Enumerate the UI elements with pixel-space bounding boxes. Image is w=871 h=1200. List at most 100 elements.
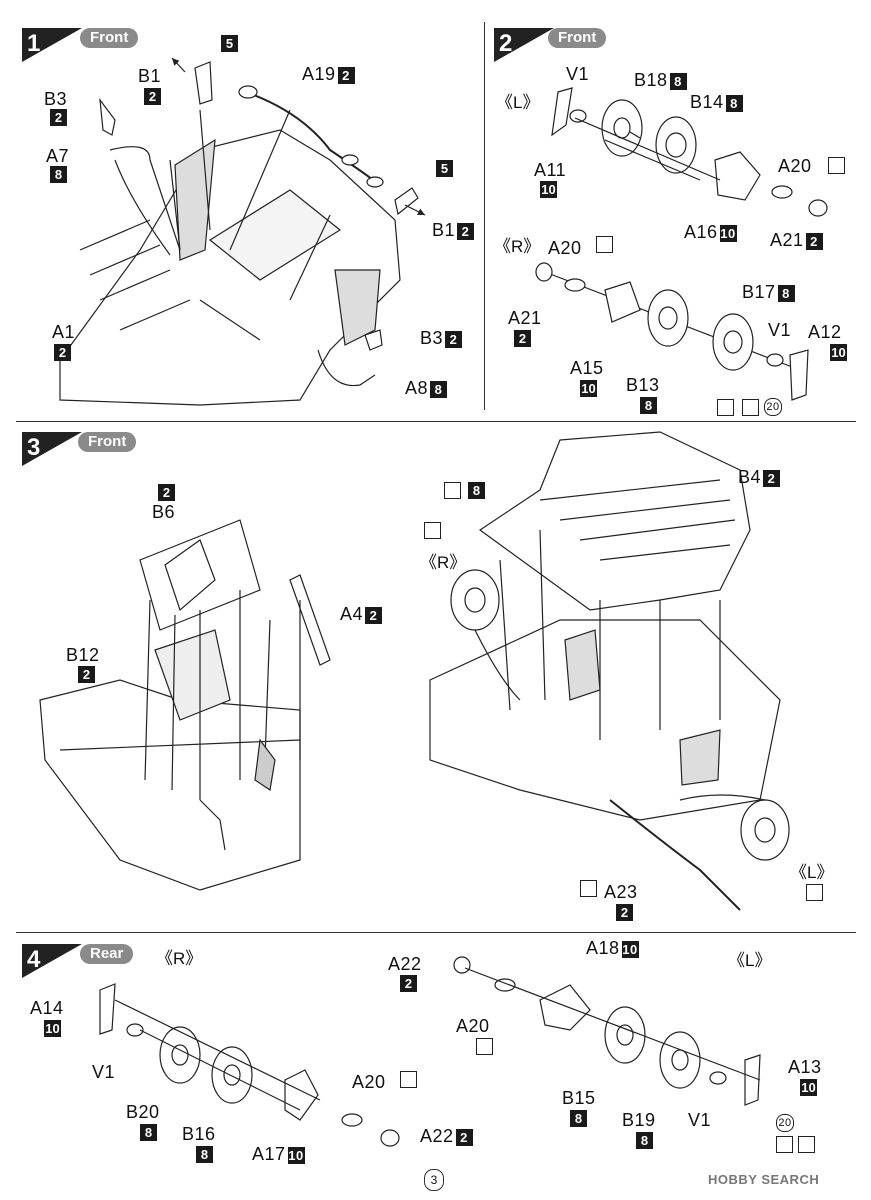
- part-name: A1: [52, 322, 76, 342]
- chrome-paint-icon: [806, 884, 823, 901]
- runner-badge: 10: [621, 940, 639, 958]
- part-label-b1-top: B1: [138, 66, 161, 86]
- runner-badge: 8: [640, 397, 657, 414]
- part-name: B1: [138, 66, 162, 86]
- part-label-a14: A14: [30, 998, 64, 1018]
- star-paint-icon: [742, 399, 759, 416]
- paint-mix-icon: [717, 399, 734, 416]
- part-name: A12: [808, 322, 842, 342]
- part-label-b6: B6: [152, 502, 176, 522]
- part-name: A20: [548, 238, 582, 258]
- step-2-badge: 2: [494, 28, 554, 62]
- runner-badge: 8: [430, 380, 448, 398]
- runner-badge: 10: [540, 181, 557, 198]
- part-name: A23: [604, 882, 638, 902]
- runner-badge: 2: [763, 469, 781, 487]
- divider-horizontal-2: [16, 932, 856, 933]
- runner-badge: 2: [158, 484, 175, 501]
- part-label-a13: A13: [788, 1057, 822, 1077]
- part-name: A22: [420, 1126, 454, 1146]
- runner-badge: 8: [196, 1146, 213, 1163]
- part-name: A7: [46, 146, 70, 166]
- step-3-badge: 3: [22, 432, 82, 466]
- part-label-a20-right: A20: [456, 1016, 490, 1036]
- runner-badge: 8: [468, 482, 485, 499]
- step-2-tag: Front: [548, 28, 607, 48]
- runner-badge: 5: [221, 35, 238, 52]
- runner-badge: 2: [400, 975, 417, 992]
- part-name: A21: [770, 230, 804, 250]
- chrome-paint-icon: [580, 880, 597, 897]
- part-label-b3-top: B3: [44, 89, 67, 109]
- part-name: B3: [420, 328, 444, 348]
- runner-badge: 2: [365, 606, 383, 624]
- part-name: B17: [742, 282, 776, 302]
- part-name: A20: [456, 1016, 490, 1036]
- part-name: A11: [534, 160, 567, 180]
- part-label-a21-bottom: A21: [508, 308, 542, 328]
- step-1-tag: Front: [80, 28, 139, 48]
- step-number: 2: [499, 30, 513, 57]
- step-4-tag: Rear: [80, 944, 134, 964]
- part-name: A20: [352, 1072, 386, 1092]
- part-name: A15: [570, 358, 604, 378]
- part-label-a1: A1: [52, 322, 75, 342]
- watermark: HOBBY SEARCH: [708, 1172, 820, 1187]
- side-indicator-right: 《R》: [156, 949, 203, 968]
- side-indicator-right: 《R》: [420, 553, 467, 572]
- part-name: A8: [405, 378, 429, 398]
- part-name: A18: [586, 938, 620, 958]
- runner-badge: 10: [44, 1020, 61, 1037]
- part-name: B3: [44, 89, 68, 109]
- part-name: B13: [626, 375, 660, 395]
- runner-badge: 5: [436, 160, 453, 177]
- runner-badge: 2: [616, 904, 633, 921]
- runner-badge: 8: [669, 72, 687, 90]
- paint-ref: 20: [776, 1114, 794, 1132]
- part-label-b12: B12: [66, 645, 100, 665]
- part-name: A22: [388, 954, 422, 974]
- part-name: B15: [562, 1088, 596, 1108]
- runner-badge: 8: [777, 284, 795, 302]
- part-label-v1-bottom: V1: [768, 320, 792, 340]
- part-name: B16: [182, 1124, 216, 1144]
- runner-badge: 2: [457, 222, 475, 240]
- runner-badge: 8: [570, 1110, 587, 1127]
- part-label-b15: B15: [562, 1088, 596, 1108]
- part-name: B18: [634, 70, 668, 90]
- side-indicator-right: 《R》: [494, 237, 541, 256]
- part-label-a23: A23: [604, 882, 638, 902]
- runner-badge: 10: [800, 1079, 817, 1096]
- chrome-paint-icon: [400, 1071, 417, 1088]
- runner-badge: 2: [455, 1128, 473, 1146]
- chrome-paint-icon: [828, 157, 845, 174]
- part-label-a7: A7: [46, 146, 69, 166]
- step-number: 4: [27, 946, 41, 973]
- part-name: A20: [778, 156, 812, 176]
- part-name: A16: [684, 222, 718, 242]
- part-label-a22-right: A22: [388, 954, 422, 974]
- part-name: A4: [340, 604, 364, 624]
- part-name: A13: [788, 1057, 822, 1077]
- side-indicator-left: 《L》: [790, 863, 834, 882]
- part-label-a20-left: A20: [352, 1072, 386, 1092]
- step-number: 3: [27, 434, 41, 461]
- part-name: B4: [738, 467, 762, 487]
- side-indicator-left: 《L》: [728, 951, 772, 970]
- runner-badge: 8: [50, 166, 67, 183]
- star-paint-icon: [776, 1136, 793, 1153]
- part-name: A21: [508, 308, 542, 328]
- page-number: 3: [424, 1169, 444, 1191]
